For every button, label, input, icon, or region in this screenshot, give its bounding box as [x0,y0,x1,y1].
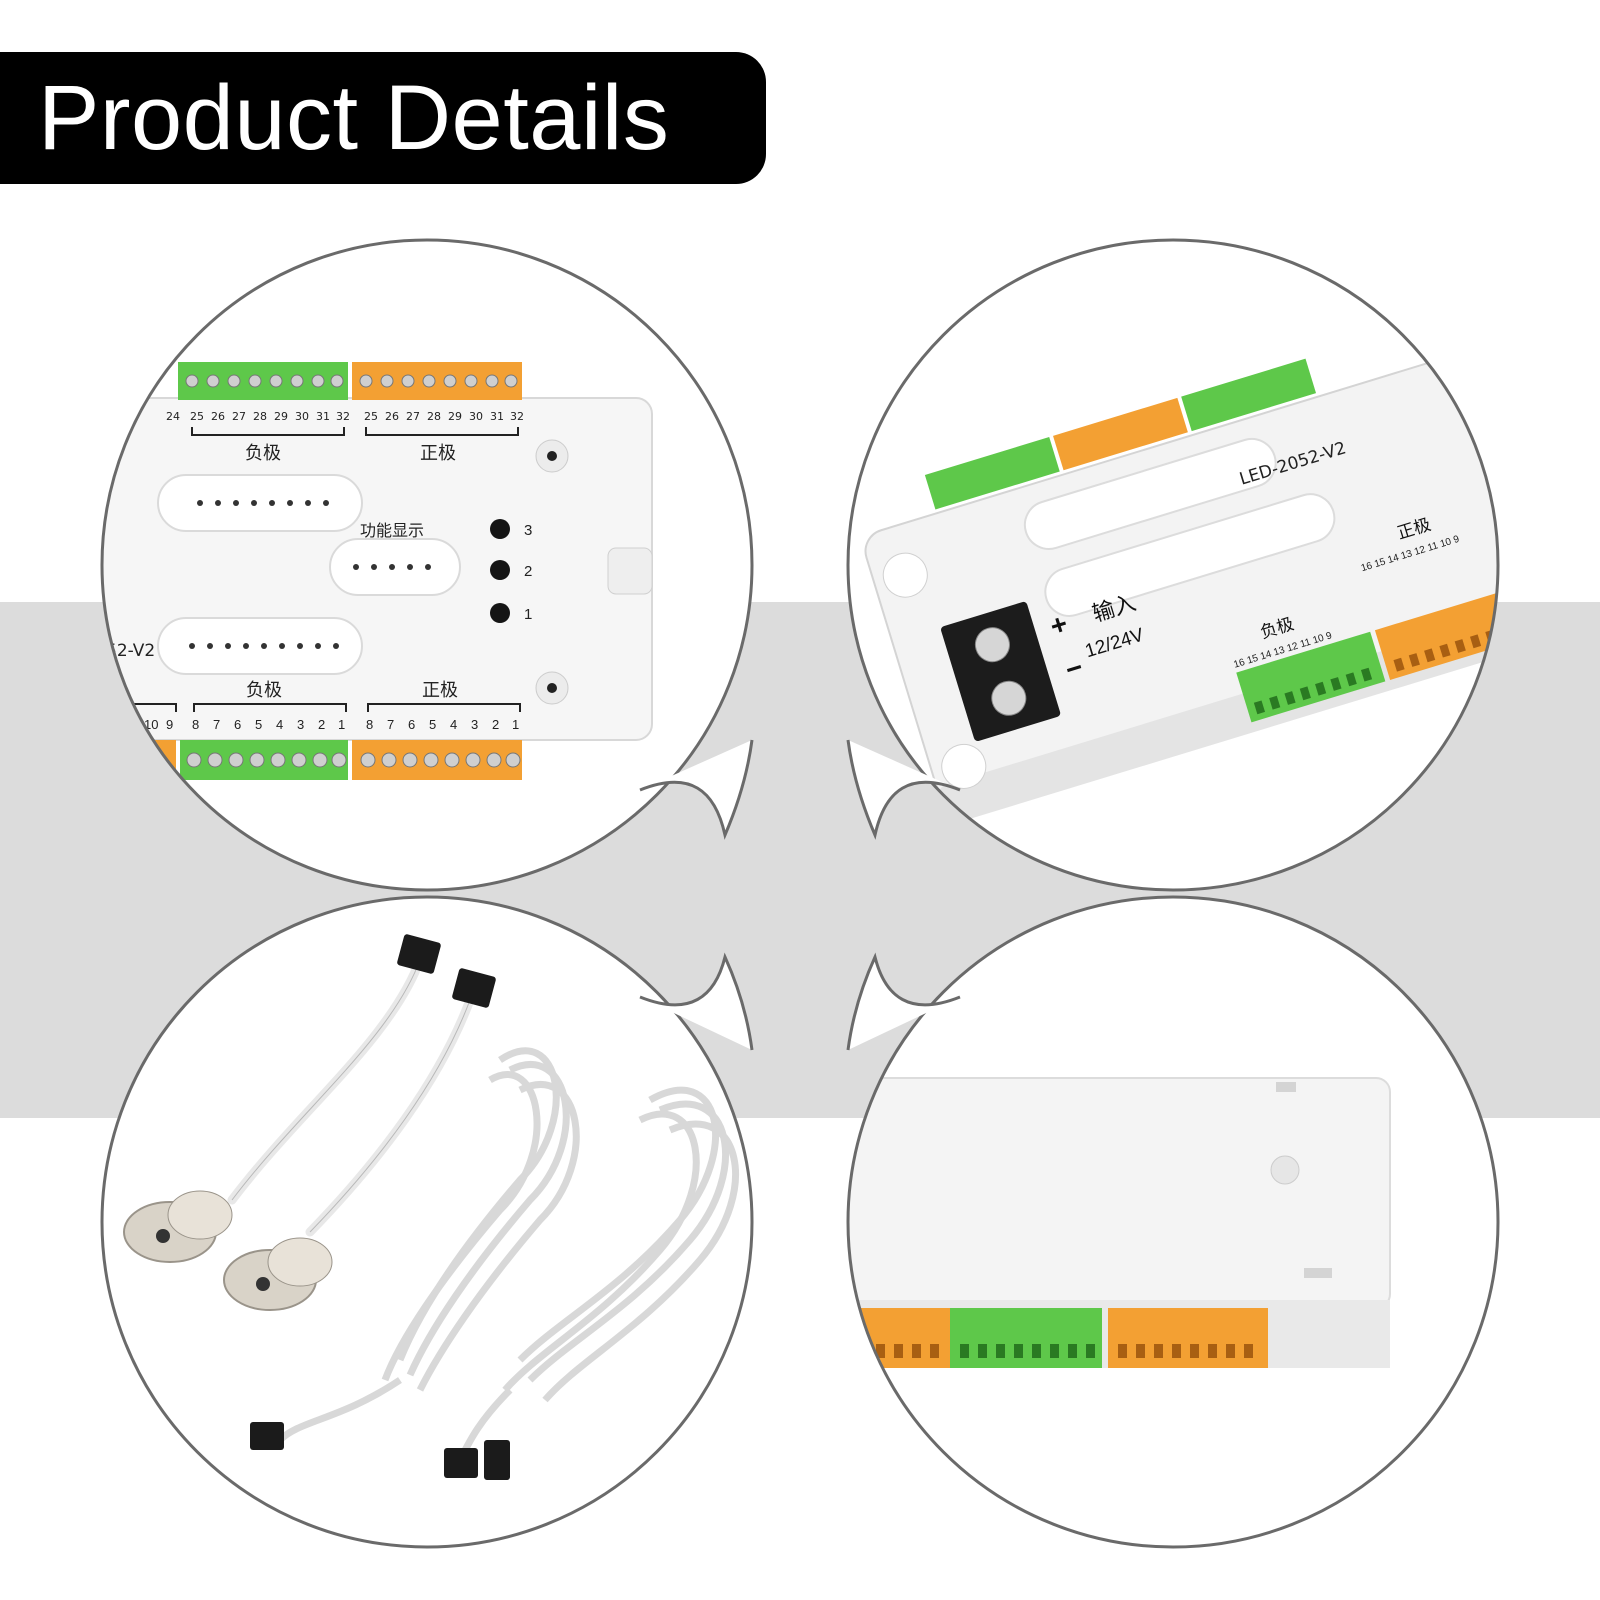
bottom-number: 1 [128,717,135,732]
power-input-terminal [941,601,1061,742]
page-title: Product Details [38,66,670,169]
model-label-partial: 52-V2 [106,641,155,661]
bottom-number: 3 [297,717,304,732]
bottom-number: 4 [450,717,457,732]
panel-bottom-left [102,897,752,1547]
function-button-1 [490,603,510,623]
positive-label-top: 正极 [420,443,456,464]
bubble-tail [639,739,754,840]
bubble-outlines [100,238,1500,1549]
top-number: 32 [336,410,350,423]
orange-terminal [1108,1308,1268,1368]
indicator-slot [157,474,363,532]
connector-plug [250,1422,284,1450]
panel-top-right: LED-2052-V2 输入 12/24V + − 负极 正极 16 15 14… [848,240,1498,890]
panel-top-left: 24 25 26 27 28 29 30 31 32 25 26 27 28 2… [102,240,752,890]
bottom-number: 3 [471,717,478,732]
bottom-number: 7 [213,717,220,732]
bubble-tail [639,952,754,1051]
green-terminal [950,1308,1102,1368]
indicator-slot [157,617,363,675]
top-number: 27 [406,410,420,423]
top-number: 28 [427,410,441,423]
bubble-tail [846,739,961,840]
bottom-number: 1 [512,717,519,732]
negative-label-bottom: 负极 [246,680,282,701]
button-number: 3 [524,522,532,539]
bubble-tail [846,952,961,1051]
top-number: 30 [295,410,309,423]
button-number: 2 [524,563,532,580]
bottom-number: 8 [366,717,373,732]
top-number: 32 [510,410,524,423]
function-button-2 [490,560,510,580]
top-number: 29 [448,410,462,423]
connector-plug [397,934,441,974]
bottom-number: 5 [429,717,436,732]
panel-bottom-right [848,897,1498,1547]
button-number: 1 [524,606,532,623]
top-number: 29 [274,410,288,423]
positive-label-bottom: 正极 [422,680,458,701]
bottom-number: 1 [338,717,345,732]
title-banner: Product Details [0,52,766,184]
top-number: 26 [385,410,399,423]
top-number: 30 [469,410,483,423]
controller-back-cover [848,1077,1391,1309]
bottom-number: 2 [492,717,499,732]
top-number: 25 [190,410,204,423]
coiled-cable [502,1086,740,1403]
top-number: 25 [364,410,378,423]
bottom-number: 6 [234,717,241,732]
top-number: 31 [316,410,330,423]
top-number: 28 [253,410,267,423]
coiled-cable [381,1047,580,1392]
bottom-number: 2 [318,717,325,732]
function-display-label: 功能显示 [360,521,424,540]
connector-plug [452,968,496,1008]
bottom-number: 8 [192,717,199,732]
bottom-number: 4 [276,717,283,732]
connector-plug [444,1448,478,1478]
bottom-number: 9 [166,717,173,732]
top-number: 26 [211,410,225,423]
top-number: 31 [490,410,504,423]
function-button-3 [490,519,510,539]
orange-terminal [848,1308,950,1368]
negative-label-top: 负极 [245,443,281,464]
bottom-number: 5 [255,717,262,732]
bottom-number: 7 [387,717,394,732]
top-number: 24 [166,410,180,423]
bottom-number: 6 [408,717,415,732]
top-number: 27 [232,410,246,423]
